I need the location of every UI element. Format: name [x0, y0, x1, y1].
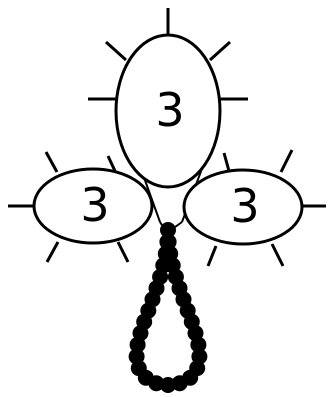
- picot: [281, 150, 292, 172]
- ring-top: 3: [88, 8, 248, 187]
- picot: [46, 152, 57, 172]
- picot: [118, 242, 128, 262]
- ring-left: 3: [8, 152, 152, 262]
- picot: [108, 156, 115, 171]
- picot: [106, 42, 126, 60]
- picot: [210, 42, 230, 60]
- ring-right: 3: [184, 150, 326, 266]
- picot: [47, 242, 58, 262]
- picot: [224, 153, 229, 171]
- bead: [159, 234, 175, 250]
- ring-left-stitch-count: 3: [80, 178, 109, 232]
- ring-right-stitch-count: 3: [230, 179, 259, 233]
- ring-top-stitch-count: 3: [155, 83, 184, 137]
- bead-chain: [129, 222, 208, 393]
- picot: [208, 246, 216, 266]
- picot: [272, 244, 283, 266]
